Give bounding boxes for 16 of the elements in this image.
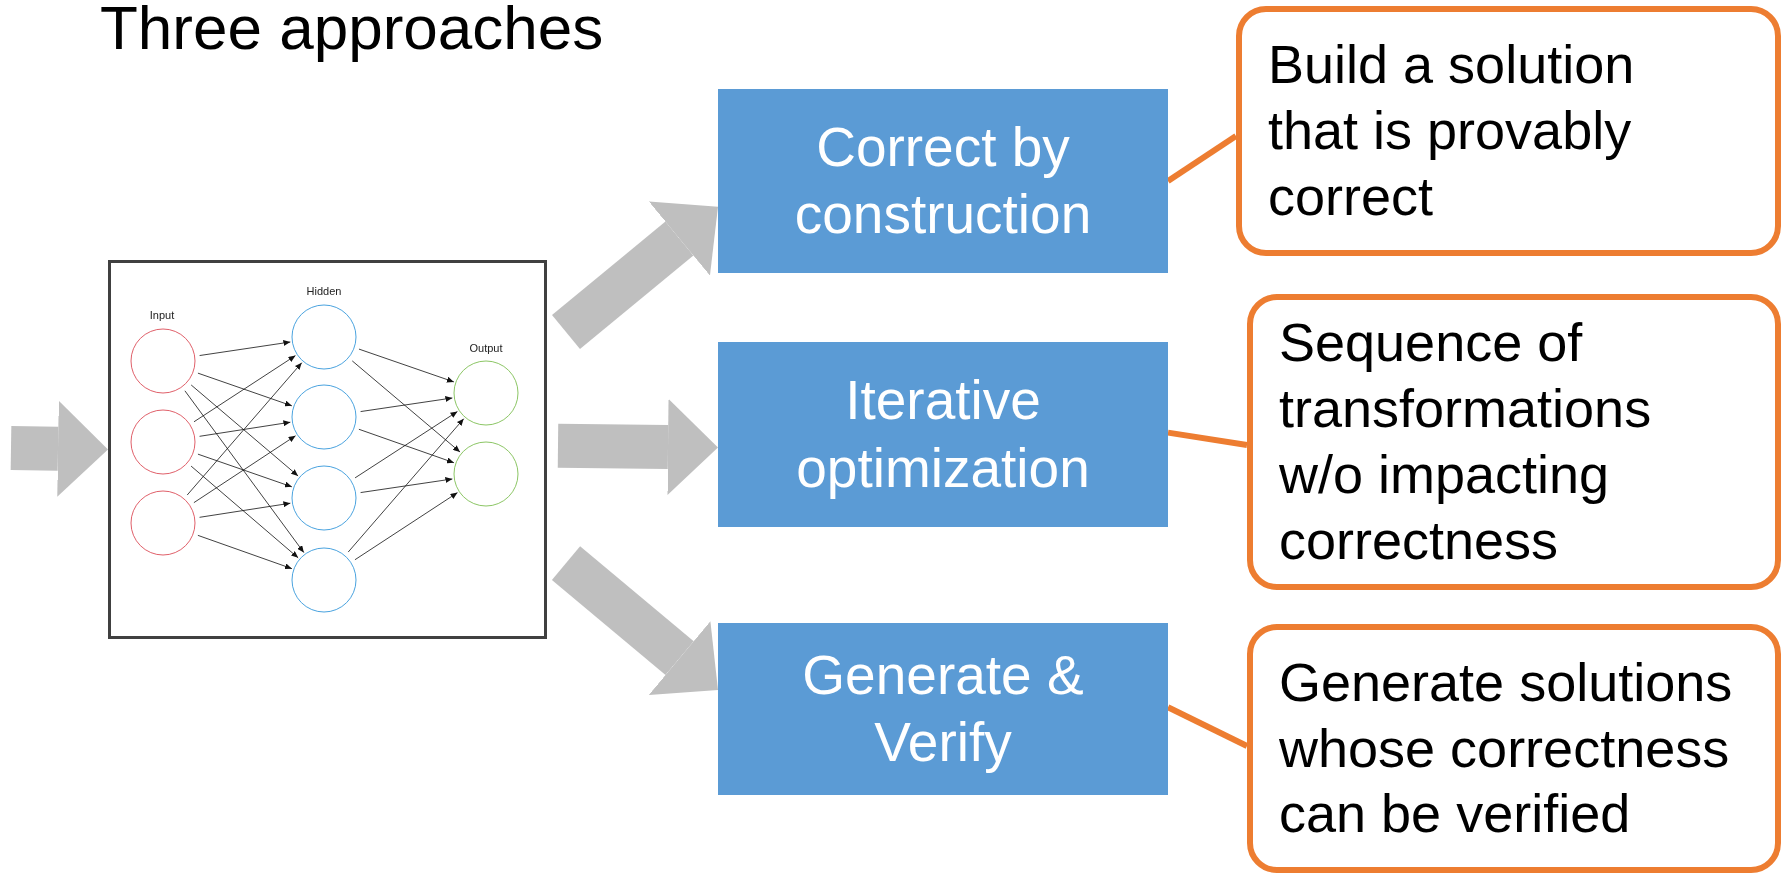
block-arrow [557, 398, 718, 495]
block-arrow [552, 201, 718, 349]
approach-box: Generate & Verify [718, 623, 1168, 795]
layer-label: Output [469, 342, 503, 354]
description-callout: Sequence of transformations w/o impacting correctness [1247, 294, 1781, 590]
block-arrow [551, 546, 718, 695]
layer-label: Input [149, 309, 175, 321]
approach-box: Correct by construction [718, 89, 1168, 273]
neural-network-picture [108, 260, 547, 639]
layer-label: Hidden [306, 285, 342, 297]
connector-line [1167, 429, 1248, 448]
block-arrow [10, 400, 108, 497]
description-callout: Build a solution that is provably correct [1236, 6, 1781, 256]
description-callout: Generate solutions whose correctness can be verified [1247, 624, 1781, 873]
approach-box: Iterative optimization [718, 342, 1168, 527]
slide-title: Three approaches [100, 0, 604, 63]
